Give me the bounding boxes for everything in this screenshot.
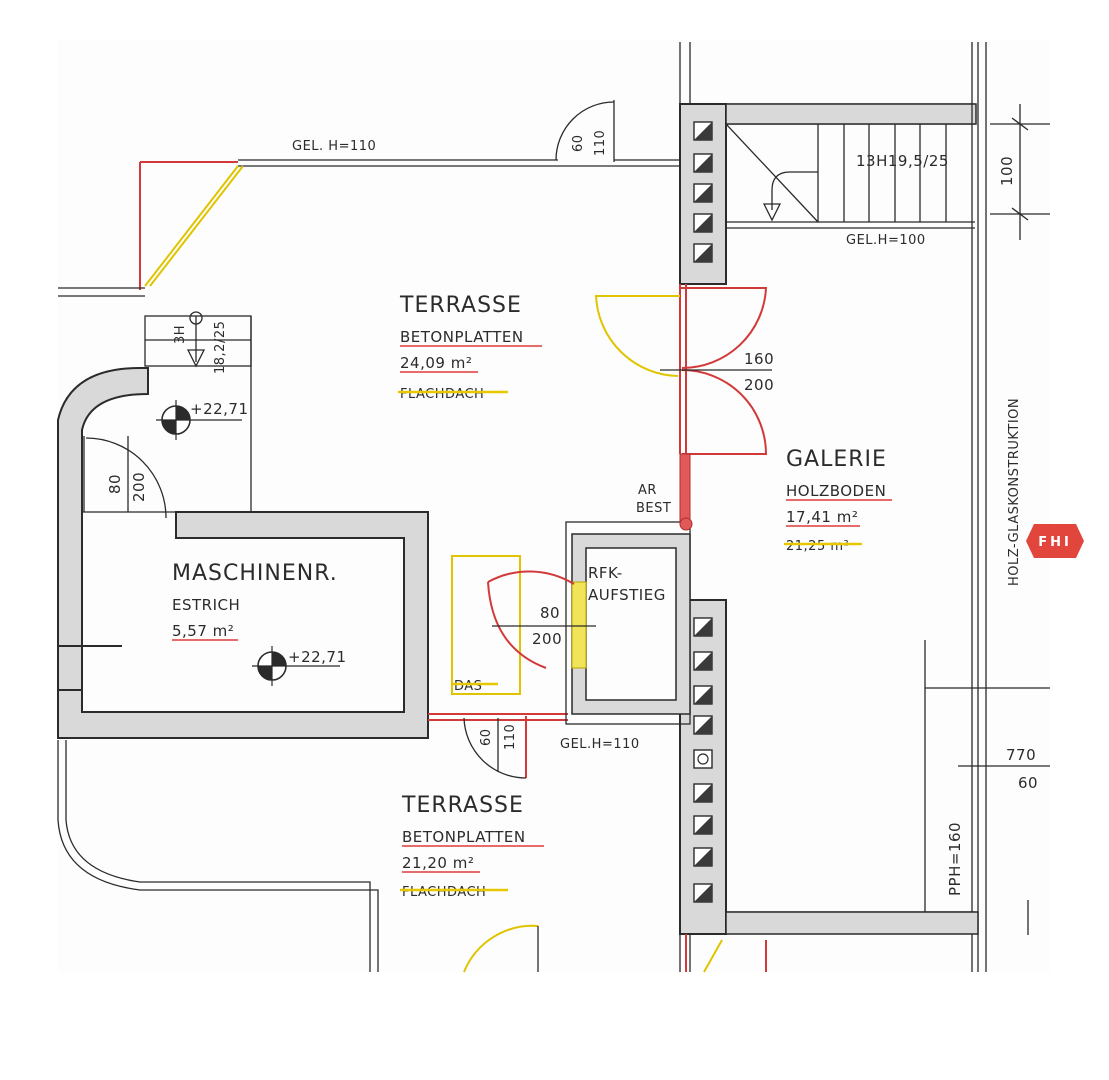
room-material: HOLZBODEN bbox=[786, 482, 886, 500]
room-area: 17,41 m² bbox=[786, 508, 858, 526]
pph-label: PPH=160 bbox=[946, 822, 964, 896]
door-rfk-height: 200 bbox=[532, 630, 562, 648]
room-old-note: FLACHDACH bbox=[400, 387, 484, 402]
railing-top-label: GEL. H=110 bbox=[292, 139, 376, 154]
galerie-doors bbox=[594, 284, 772, 531]
room-old-note: FLACHDACH bbox=[402, 885, 486, 900]
vent-fill bbox=[694, 848, 712, 866]
vent-fill bbox=[694, 184, 712, 202]
room-name: MASCHINENR. bbox=[172, 561, 338, 586]
railing-stair-label: GEL.H=100 bbox=[846, 233, 926, 248]
vent-fill bbox=[694, 784, 712, 802]
rfk-label-2: AUFSTIEG bbox=[588, 586, 666, 604]
vent-fill bbox=[694, 122, 712, 140]
bottom-door-swings bbox=[463, 924, 767, 973]
das-label: DAS bbox=[454, 679, 482, 694]
room-area: 21,20 m² bbox=[402, 854, 474, 872]
glass-construction-label: HOLZ-GLASKONSTRUKTION bbox=[1007, 398, 1022, 586]
vent-square bbox=[693, 749, 713, 769]
ar-label-1: AR bbox=[638, 483, 657, 498]
glass-wall bbox=[725, 42, 1050, 972]
vent-round bbox=[697, 753, 709, 765]
door-bottom-width: 60 bbox=[479, 728, 494, 746]
door-masch-width: 80 bbox=[106, 474, 124, 494]
door-galerie-height: 200 bbox=[744, 376, 774, 394]
level-markers bbox=[156, 400, 340, 686]
ar-label-2: BEST bbox=[636, 501, 671, 516]
room-name: TERRASSE bbox=[401, 793, 524, 818]
room-terrasse-top: TERRASSE BETONPLATTEN 24,09 m² FLACHDACH bbox=[398, 293, 542, 402]
plan-sheet bbox=[58, 40, 1050, 972]
rfk-shaft bbox=[487, 521, 691, 725]
door-masch-height: 200 bbox=[130, 472, 148, 502]
room-material: BETONPLATTEN bbox=[400, 328, 524, 346]
room-area: 24,09 m² bbox=[400, 354, 472, 372]
room-area: 5,57 m² bbox=[172, 622, 234, 640]
vent-fill bbox=[694, 652, 712, 670]
stair-area bbox=[725, 103, 977, 229]
room-old-area: 21,25 m² bbox=[786, 539, 849, 554]
railing-bottom-label: GEL.H=110 bbox=[560, 737, 640, 752]
door-galerie-width: 160 bbox=[744, 350, 774, 368]
level-1-label: +22,71 bbox=[190, 400, 249, 418]
small-stair-dim: 18,2/25 bbox=[213, 321, 228, 374]
room-name: GALERIE bbox=[786, 447, 887, 472]
vent-fill bbox=[694, 214, 712, 232]
fhi-logo: FHI bbox=[1026, 524, 1084, 558]
vent-fill bbox=[694, 618, 712, 636]
level-2-label: +22,71 bbox=[288, 648, 347, 666]
room-material: ESTRICH bbox=[172, 596, 240, 614]
parapet-top bbox=[139, 100, 680, 290]
door-top-height: 110 bbox=[593, 130, 608, 156]
maschinenraum-walls bbox=[57, 436, 429, 739]
vent-fill bbox=[694, 154, 712, 172]
vent-fill bbox=[694, 816, 712, 834]
das-box bbox=[451, 555, 521, 695]
dim-770-label: 770 bbox=[1006, 746, 1036, 764]
small-stair-count: 3H bbox=[173, 325, 188, 344]
room-name: TERRASSE bbox=[399, 293, 522, 318]
vent-fill bbox=[694, 244, 712, 262]
vent-fill bbox=[694, 686, 712, 704]
rfk-label-1: RFK- bbox=[588, 564, 623, 582]
dim-100-label: 100 bbox=[998, 156, 1016, 186]
left-outline bbox=[57, 287, 379, 972]
vent-fill bbox=[694, 716, 712, 734]
room-terrasse-bottom: TERRASSE BETONPLATTEN 21,20 m² FLACHDACH bbox=[400, 793, 544, 900]
room-material: BETONPLATTEN bbox=[402, 828, 526, 846]
door-bottom-height: 110 bbox=[503, 724, 518, 750]
room-maschinenraum: MASCHINENR. ESTRICH 5,57 m² bbox=[172, 561, 338, 641]
door-top-width: 60 bbox=[571, 134, 586, 152]
room-galerie: GALERIE HOLZBODEN 17,41 m² 21,25 m² bbox=[784, 447, 892, 554]
door-rfk-width: 80 bbox=[540, 604, 560, 622]
stair-label: 13H19,5/25 bbox=[856, 152, 949, 170]
vent-blocks bbox=[693, 121, 713, 903]
vent-fill bbox=[694, 884, 712, 902]
logo-text: FHI bbox=[1038, 535, 1072, 550]
dim-60-label: 60 bbox=[1018, 774, 1038, 792]
